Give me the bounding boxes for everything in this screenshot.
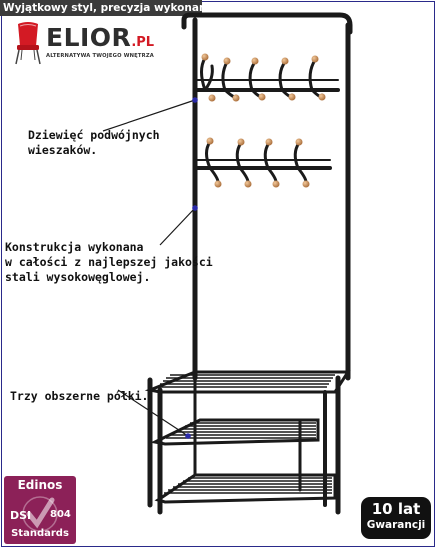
callout-hooks-line1: Dziewięć podwójnych (28, 128, 160, 142)
callout-shelves-line1: Trzy obszerne półki. (10, 389, 149, 403)
callout-construction: Konstrukcja wykonana w całości z najleps… (5, 240, 213, 285)
certification-check-icon (22, 496, 58, 532)
brand-suffix: .PL (131, 35, 155, 50)
warranty-badge: 10 lat Gwarancji (361, 497, 431, 539)
callout-hooks-line2: wieszaków. (28, 143, 98, 157)
callout-construction-line1: Konstrukcja wykonana (5, 240, 144, 254)
warranty-label: Gwarancji (366, 519, 426, 531)
callout-construction-line2: w całości z najlepszej jakości (5, 255, 213, 269)
edinos-number: 804 (50, 509, 71, 520)
edinos-dsi: DSI (10, 509, 32, 522)
brand-wordmark: ELIOR.PL (46, 25, 154, 56)
slogan-banner: Wyjątkowy styl, precyzja wykonania! (0, 0, 202, 16)
callout-hooks: Dziewięć podwójnych wieszaków. (28, 128, 160, 158)
edinos-standards: Standards (11, 528, 69, 539)
brand-name: ELIOR (46, 23, 132, 52)
warranty-years: 10 lat (371, 500, 421, 518)
brand-tagline: ALTERNATYWA TWOJEGO WNĘTRZA (46, 53, 155, 59)
red-chair-icon (15, 22, 41, 65)
callout-shelves: Trzy obszerne półki. (10, 389, 148, 404)
edinos-title: Edinos (17, 478, 63, 492)
callout-construction-line3: stali wysokowęglowej. (5, 270, 151, 284)
edinos-standards-badge: Edinos DSI 804 Standards (4, 476, 76, 544)
